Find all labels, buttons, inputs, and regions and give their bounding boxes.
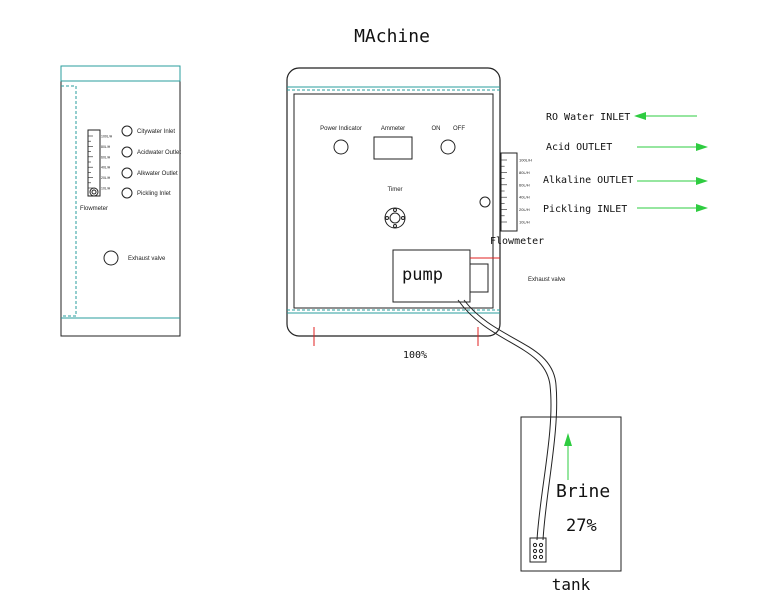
on-label: ON xyxy=(432,126,441,132)
machine-flowmeter-label: Flowmeter xyxy=(490,236,544,247)
ammeter-display xyxy=(373,136,413,160)
port-label: Acid OUTLET xyxy=(546,142,612,153)
off-label: OFF xyxy=(453,126,465,132)
timer-label: Timer xyxy=(387,187,402,193)
side-flowmeter-label: Flowmeter xyxy=(80,206,108,212)
machine-cabinet: Power Indicator Ammeter ON OFF Timer pum… xyxy=(286,67,501,337)
machine-flowmeter-tick-label: 20L/H xyxy=(519,207,530,212)
side-flowmeter-knob-inner xyxy=(91,189,97,195)
side-flowmeter-tick-label: 100L/H xyxy=(101,135,113,139)
side-panel-body xyxy=(60,65,181,337)
side-port-label: Alkwater Outlet xyxy=(137,171,178,177)
brine-hose-outer xyxy=(457,299,552,541)
brine-tank: Brine 27% tank xyxy=(520,416,622,594)
machine-flowmeter-ticks: 100L/H 80L/H 60L/H 40L/H 20L/H 10L/H xyxy=(501,158,532,225)
power-switch[interactable] xyxy=(440,139,456,155)
tank-label: tank xyxy=(552,575,591,594)
side-panel-top-strip xyxy=(60,65,181,82)
timer-knob[interactable] xyxy=(384,207,406,229)
side-port-pickling[interactable] xyxy=(121,187,133,199)
side-port-acidwater[interactable] xyxy=(121,146,133,158)
side-port-citywater[interactable] xyxy=(121,125,133,137)
side-panel-dashed-outline xyxy=(61,85,77,317)
machine-flowmeter-tick-label: 40L/H xyxy=(519,195,530,200)
side-exhaust-label: Exhaust valve xyxy=(128,256,166,262)
machine-flowmeter-tick-label: 10L/H xyxy=(519,220,530,225)
brine-hose-inner xyxy=(463,299,558,541)
side-flowmeter-tick-label: 80L/H xyxy=(101,145,111,149)
power-indicator-label: Power Indicator xyxy=(320,126,362,132)
machine-flowmeter: 100L/H 80L/H 60L/H 40L/H 20L/H 10L/H Flowmete… xyxy=(490,152,544,247)
side-flowmeter-ticks: 100L/H 80L/H 60L/H 40L/H 20L/H 10L/H xyxy=(88,135,113,191)
side-flowmeter-tick-label: 10L/H xyxy=(101,187,111,191)
pump-label: pump xyxy=(402,265,443,285)
port-arrow-head xyxy=(696,177,708,185)
port-arrow-head xyxy=(696,143,708,151)
tank-up-arrow-head xyxy=(564,433,572,446)
port-label: Alkaline OUTLET xyxy=(543,175,633,186)
port-label: RO Water INLET xyxy=(546,112,630,123)
machine-flowmeter-tube xyxy=(500,152,518,232)
port-arrow-head xyxy=(634,112,646,120)
tank-content-label: Brine xyxy=(556,481,610,502)
ammeter-label: Ammeter xyxy=(381,126,405,132)
machine-flowmeter-tick-label: 80L/H xyxy=(519,170,530,175)
port-label: Pickling INLET xyxy=(543,204,627,215)
side-flowmeter-tick-label: 60L/H xyxy=(101,155,111,159)
side-flowmeter-tube xyxy=(87,129,101,197)
machine-flowmeter-tick-label: 60L/H xyxy=(519,182,530,187)
flowmeter-valve-knob[interactable] xyxy=(479,196,491,208)
port-arrow-head xyxy=(696,204,708,212)
side-flowmeter-tick-label: 40L/H xyxy=(101,166,111,170)
machine-flowmeter-tick-label: 100L/H xyxy=(519,158,532,163)
power-indicator xyxy=(333,139,349,155)
machine-body xyxy=(286,67,501,337)
tank-concentration: 27% xyxy=(566,516,597,536)
side-port-label: Citywater Inlet xyxy=(137,129,175,135)
side-panel: 100L/H 80L/H 60L/H 40L/H 20L/H 10L/H Flowmete… xyxy=(60,65,181,337)
machine-exhaust-label: Exhaust valve xyxy=(528,277,566,283)
side-port-alkwater[interactable] xyxy=(121,167,133,179)
dimension-label: 100% xyxy=(403,350,427,361)
side-port-label: Acidwater Outlet xyxy=(137,150,181,156)
side-port-label: Pickling Inlet xyxy=(137,191,171,197)
tank-body xyxy=(520,416,622,572)
side-flowmeter-tick-label: 20L/H xyxy=(101,176,111,180)
side-exhaust-valve[interactable] xyxy=(103,250,119,266)
port-list: RO Water INLET Acid OUTLET Alkaline OUTL… xyxy=(543,112,708,215)
side-flowmeter-knob[interactable] xyxy=(89,187,99,197)
tank-filter xyxy=(529,537,547,563)
diagram-title: MAchine xyxy=(354,26,430,47)
pump-motor xyxy=(469,263,489,293)
machine-inner-panel xyxy=(293,93,494,309)
